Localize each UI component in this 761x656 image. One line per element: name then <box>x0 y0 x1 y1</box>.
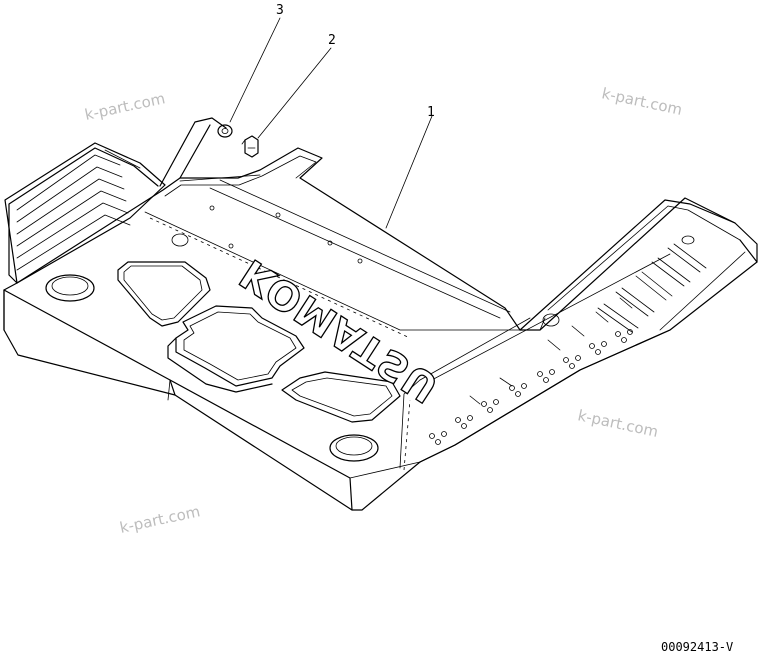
drawing-code: 00092413-V <box>661 640 733 654</box>
watermark: k-part.com <box>600 84 684 119</box>
washer <box>217 124 233 138</box>
watermark: k-part.com <box>576 406 660 441</box>
watermark: k-part.com <box>118 502 202 537</box>
bolt <box>241 135 259 158</box>
leader-lines <box>229 17 433 229</box>
floor-mat: KOMATSU <box>3 117 758 511</box>
logo-text: KOMATSU <box>232 250 447 412</box>
callout-3: 3 <box>276 3 284 18</box>
watermark: k-part.com <box>83 89 167 124</box>
callout-1: 1 <box>427 105 435 120</box>
fastener-holes <box>429 297 633 445</box>
callout-2: 2 <box>328 33 336 48</box>
